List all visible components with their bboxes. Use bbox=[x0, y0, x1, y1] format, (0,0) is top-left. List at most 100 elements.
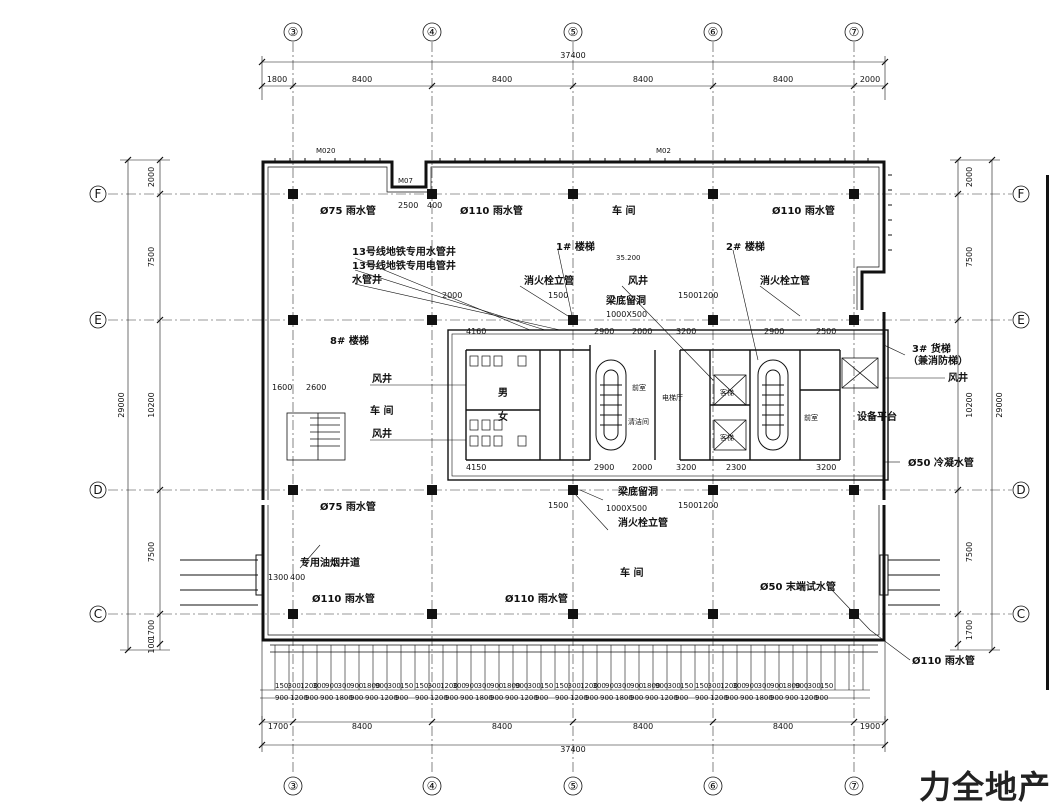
detail-dim-a: 150 bbox=[540, 682, 553, 690]
detail-dim-a: 1800 bbox=[363, 682, 381, 690]
detail-dim-a: 900 bbox=[630, 682, 643, 690]
dim-bottom-3: 8400 bbox=[633, 722, 653, 731]
label-stair-elevation: 35.200 bbox=[616, 254, 641, 262]
label-door-m02: M02 bbox=[656, 147, 671, 155]
label-garage-west: 车 间 bbox=[370, 404, 393, 417]
dim-top-5: 2000 bbox=[860, 75, 880, 84]
detail-dim-b: 900 bbox=[395, 694, 408, 702]
label-janitor: 清洁间 bbox=[628, 417, 649, 426]
dim-misc-2900c: 2900 bbox=[594, 463, 614, 472]
dim-misc-1200: 1200 bbox=[698, 291, 718, 300]
detail-dim-a: 150 bbox=[680, 682, 693, 690]
dim-misc-1300: 1300 bbox=[268, 573, 288, 582]
detail-dim-b: 1200 bbox=[710, 694, 728, 702]
detail-dim-b: 900 bbox=[770, 694, 783, 702]
detail-dim-b: 1200 bbox=[660, 694, 678, 702]
dim-top-0: 1800 bbox=[267, 75, 287, 84]
dim-misc-3200c: 3200 bbox=[816, 463, 836, 472]
detail-dim-a: 300 bbox=[528, 682, 541, 690]
dim-misc-1500c: 1500 bbox=[548, 501, 568, 510]
dim-right-4: 1700 bbox=[965, 620, 974, 640]
label-elev-hall: 电梯厅 bbox=[662, 393, 683, 402]
label-female: 女 bbox=[498, 410, 508, 423]
label-equip: 设备平台 bbox=[857, 410, 897, 423]
row-bubble-f: F bbox=[95, 187, 102, 201]
detail-dim-b: 900 bbox=[460, 694, 473, 702]
row-bubbles: F E D C F E D C bbox=[89, 185, 1030, 623]
exterior-wall-inner bbox=[267, 166, 880, 636]
detail-dim-b: 900 bbox=[725, 694, 738, 702]
detail-dim-b: 1800 bbox=[615, 694, 633, 702]
dim-left-0: 2000 bbox=[147, 167, 156, 187]
detail-dim-a: 900 bbox=[795, 682, 808, 690]
label-stair-3-sub: （兼消防梯） bbox=[908, 354, 968, 367]
label-elev-2: 客梯 bbox=[720, 433, 734, 442]
detail-dim-a: 300 bbox=[568, 682, 581, 690]
detail-dim-a: 300 bbox=[478, 682, 491, 690]
detail-dim-a: 900 bbox=[375, 682, 388, 690]
detail-dim-a: 1800 bbox=[503, 682, 521, 690]
label-rain-75-north: Ø75 雨水管 bbox=[320, 204, 376, 217]
detail-dim-b: 1200 bbox=[520, 694, 538, 702]
detail-dim-a: 900 bbox=[465, 682, 478, 690]
dim-misc-2000b: 2000 bbox=[632, 327, 652, 336]
dim-right-2: 10200 bbox=[965, 392, 974, 417]
col-bubble-6-bottom: ⑥ bbox=[708, 779, 719, 793]
detail-dim-a: 300 bbox=[428, 682, 441, 690]
dim-misc-2900b: 2900 bbox=[764, 327, 784, 336]
dim-right-1: 7500 bbox=[965, 247, 974, 267]
dim-left-4: 1700 bbox=[147, 620, 156, 640]
dim-total-bottom: 37400 bbox=[560, 745, 585, 754]
dim-bottom-4: 8400 bbox=[773, 722, 793, 731]
label-fire-riser-2: 消火栓立管 bbox=[760, 274, 810, 287]
leader-lines bbox=[299, 249, 945, 661]
detail-dim-a: 300 bbox=[808, 682, 821, 690]
detail-dim-a: 150 bbox=[415, 682, 428, 690]
label-front-room-2: 前室 bbox=[804, 413, 818, 422]
stair-2-symbol bbox=[757, 359, 789, 451]
detail-dim-b: 1200 bbox=[430, 694, 448, 702]
detail-dim-a: 300 bbox=[758, 682, 771, 690]
label-rain-110-north-1: Ø110 雨水管 bbox=[460, 204, 523, 217]
detail-dim-b: 900 bbox=[490, 694, 503, 702]
watermark-logo: 力全地产 bbox=[918, 768, 1051, 806]
dim-misc-1200b: 1200 bbox=[698, 501, 718, 510]
detail-dim-b: 900 bbox=[365, 694, 378, 702]
label-rain-75-south: Ø75 雨水管 bbox=[320, 500, 376, 513]
dim-misc-2500: 2500 bbox=[398, 201, 418, 210]
detail-dim-b: 900 bbox=[600, 694, 613, 702]
detail-dim-a: 900 bbox=[745, 682, 758, 690]
detail-dim-a: 900 bbox=[770, 682, 783, 690]
row-bubble-c: C bbox=[94, 607, 102, 621]
dim-bottom-0: 1700 bbox=[268, 722, 288, 731]
detail-dim-b: 900 bbox=[350, 694, 363, 702]
label-garage-south: 车 间 bbox=[620, 566, 643, 579]
dim-bottom-5: 1900 bbox=[860, 722, 880, 731]
label-test-pipe: Ø50 末端试水管 bbox=[760, 580, 836, 593]
dim-right-0: 2000 bbox=[965, 167, 974, 187]
detail-dim-b: 1800 bbox=[755, 694, 773, 702]
column-bubbles-bottom: ③ ④ ⑤ ⑥ ⑦ bbox=[283, 776, 864, 796]
dim-misc-3200: 3200 bbox=[676, 327, 696, 336]
toilet-fixtures bbox=[469, 355, 527, 447]
dim-misc-1600: 1600 bbox=[272, 383, 292, 392]
detail-dim-a: 900 bbox=[490, 682, 503, 690]
dim-bottom-2: 8400 bbox=[492, 722, 512, 731]
col-bubble-6: ⑥ bbox=[708, 25, 719, 39]
row-bubble-f-right: F bbox=[1018, 187, 1025, 201]
label-water-well: 水管井 bbox=[351, 273, 382, 286]
dimension-ticks bbox=[124, 58, 996, 749]
label-door-m07: M07 bbox=[398, 177, 413, 185]
dim-misc-400b: 400 bbox=[290, 573, 305, 582]
label-rain-110-se: Ø110 雨水管 bbox=[912, 654, 975, 667]
dim-misc-2500b: 2500 bbox=[816, 327, 836, 336]
detail-dim-b: 1800 bbox=[335, 694, 353, 702]
row-bubble-e-right: E bbox=[1017, 313, 1025, 327]
col-bubble-4: ④ bbox=[427, 25, 438, 39]
label-stair-2: 2# 楼梯 bbox=[726, 240, 765, 253]
label-pipe-elec: 13号线地铁专用电管井 bbox=[352, 259, 456, 272]
label-beam-hole-top: 梁底留洞 bbox=[605, 294, 646, 307]
detail-dim-a: 900 bbox=[515, 682, 528, 690]
label-fire-riser-1: 消火栓立管 bbox=[524, 274, 574, 287]
